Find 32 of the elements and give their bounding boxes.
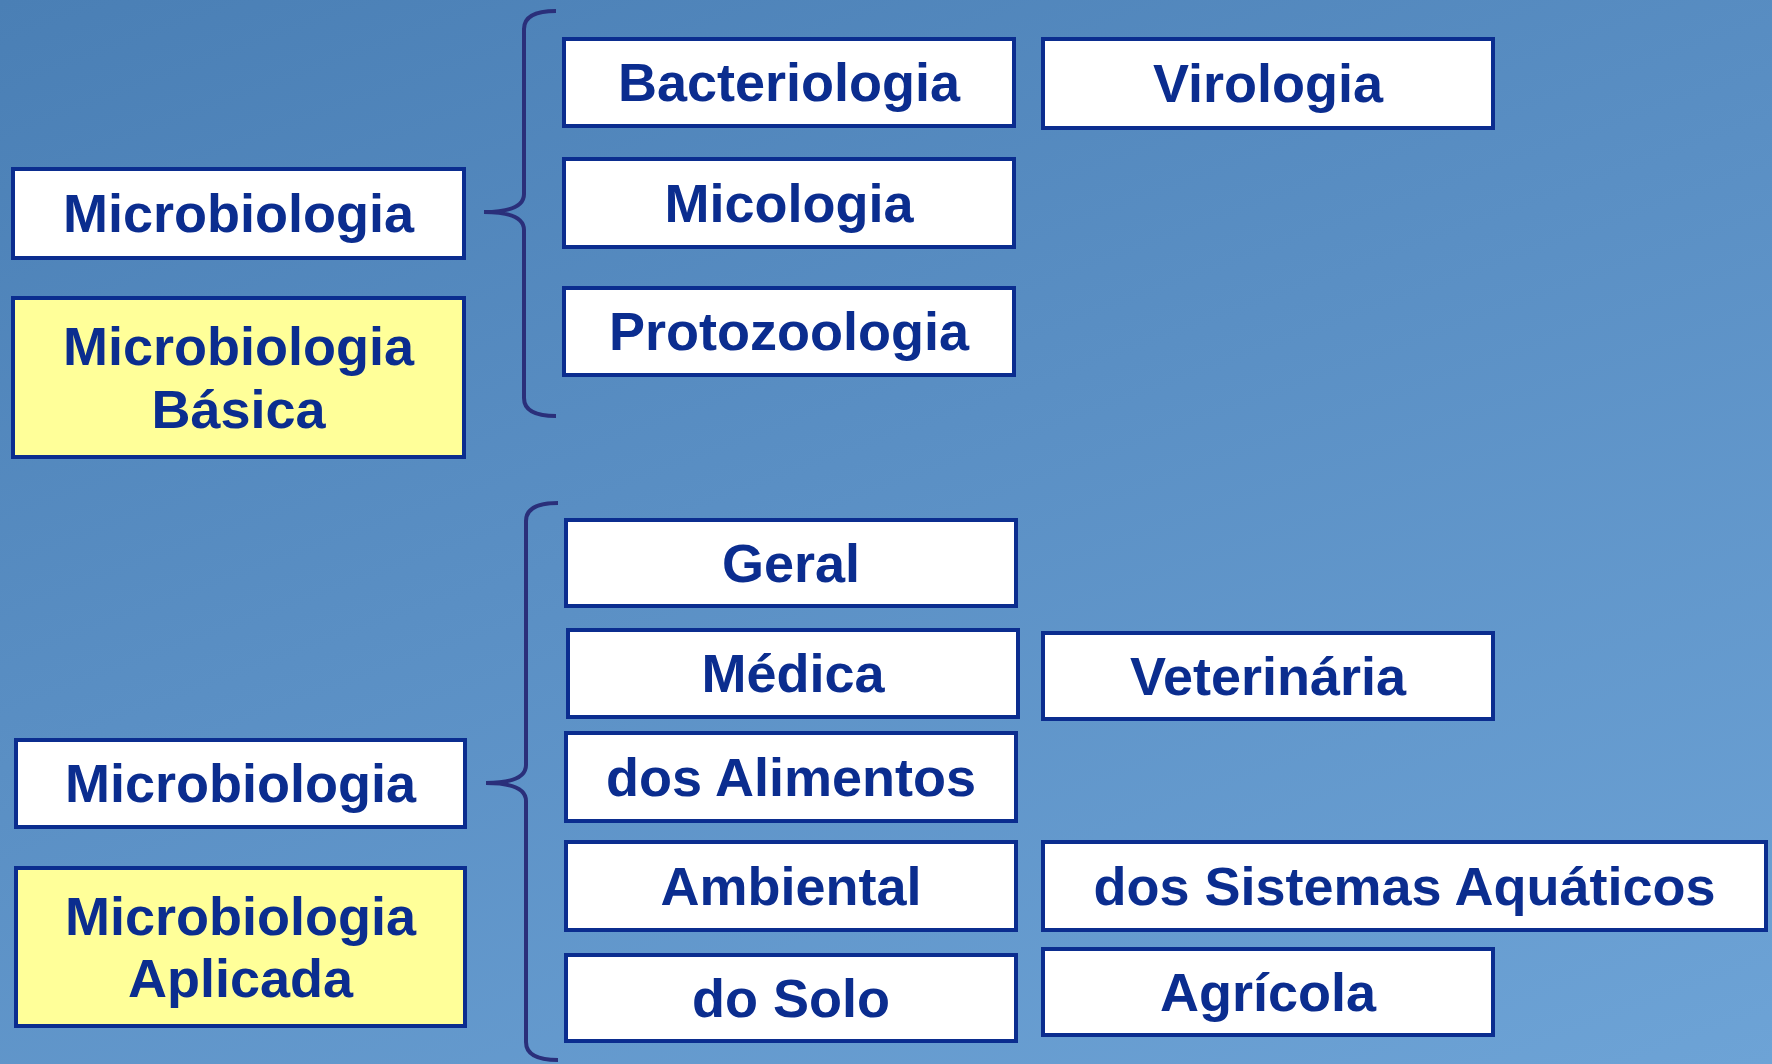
box-text: Geral <box>721 531 861 595</box>
box-text: Microbiologia <box>65 752 416 815</box>
box-text: dos Alimentos <box>605 745 976 809</box>
topic-box <box>1041 37 1495 130</box>
box-text: Micologia <box>664 171 914 235</box>
highlight-box <box>14 866 467 1028</box>
topic-box <box>1041 631 1495 721</box>
topic-box <box>1041 947 1495 1037</box>
box-text: Bacteriologia <box>617 51 961 114</box>
topic-box <box>562 37 1016 128</box>
topic-box <box>1041 840 1768 932</box>
box-text: do Solo <box>692 966 890 1030</box>
box-text: Veterinária <box>1129 644 1407 708</box>
topic-box <box>564 840 1018 932</box>
box-text: Microbiologia Básica <box>62 315 416 440</box>
box-text: Microbiologia <box>63 182 414 245</box>
box-text: dos Sistemas Aquáticos <box>1093 854 1716 918</box>
topic-box <box>14 738 467 829</box>
topic-box <box>562 286 1016 377</box>
topic-box <box>564 518 1018 608</box>
highlight-box <box>11 296 466 459</box>
box-text: Médica <box>701 642 885 705</box>
topic-box <box>11 167 466 260</box>
box-text: Ambiental <box>660 854 922 918</box>
topic-box <box>564 731 1018 823</box>
box-text: Microbiologia Aplicada <box>64 884 418 1010</box>
topic-box <box>566 628 1020 719</box>
topic-box <box>562 157 1016 249</box>
box-text: Virologia <box>1152 52 1384 115</box>
topic-box <box>564 953 1018 1043</box>
box-text: Protozoologia <box>609 300 969 363</box>
box-text: Agrícola <box>1159 960 1377 1024</box>
